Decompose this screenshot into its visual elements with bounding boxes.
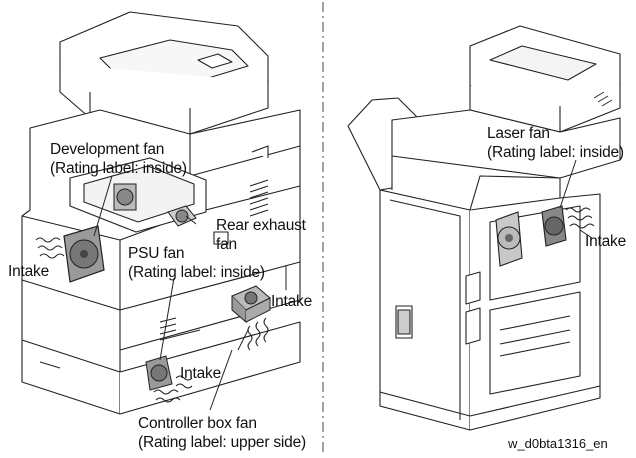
controller-box-fan-name: Controller box fan: [138, 415, 257, 432]
controller-box-fan-note: (Rating label: upper side): [138, 434, 306, 451]
laser-fan-icon: [541, 205, 567, 247]
rear-exhaust-fan-icon: [167, 205, 197, 227]
leader-lines-left: [93, 175, 287, 411]
development-fan-label: Development fan (Rating label: inside): [50, 140, 187, 178]
development-fan-note: (Rating label: inside): [50, 160, 187, 177]
figure-id: w_d0bta1316_en: [508, 436, 608, 451]
rear-printer-body: [347, 25, 621, 431]
controller-box-fan-icon: [231, 285, 271, 324]
development-fan-name: Development fan: [50, 141, 165, 158]
laser-fan-label: Laser fan (Rating label: inside): [487, 124, 624, 162]
intake-label-center: Intake: [271, 293, 313, 310]
airflow-lines-right: [565, 207, 595, 229]
leader-lines-right: [559, 159, 593, 239]
intake-label-right: Intake: [585, 233, 627, 250]
psu-fan-name: PSU fan: [128, 245, 185, 262]
rear-exhaust-fan-line1: Rear exhaust: [216, 217, 306, 234]
rear-fan-icon: [495, 211, 523, 267]
rear-exhaust-fan-line2: fan: [216, 236, 237, 253]
psu-fan-icon: [145, 355, 173, 391]
intake-fan-left-icon: [63, 225, 105, 283]
psu-fan-note: (Rating label: inside): [128, 264, 265, 281]
controller-box-fan-label: Controller box fan (Rating label: upper …: [138, 414, 306, 452]
intake-label-left: Intake: [8, 263, 50, 280]
psu-fan-label: PSU fan (Rating label: inside): [128, 244, 265, 282]
development-fan-small-icon: [113, 183, 137, 211]
rear-exhaust-fan-label: Rear exhaust fan: [216, 216, 306, 254]
airflow-lines-psu: [153, 375, 193, 403]
airflow-lines-left: [35, 237, 65, 259]
laser-fan-note: (Rating label: inside): [487, 144, 624, 161]
intake-label-bottom: Intake: [180, 365, 222, 382]
laser-fan-name: Laser fan: [487, 125, 550, 142]
